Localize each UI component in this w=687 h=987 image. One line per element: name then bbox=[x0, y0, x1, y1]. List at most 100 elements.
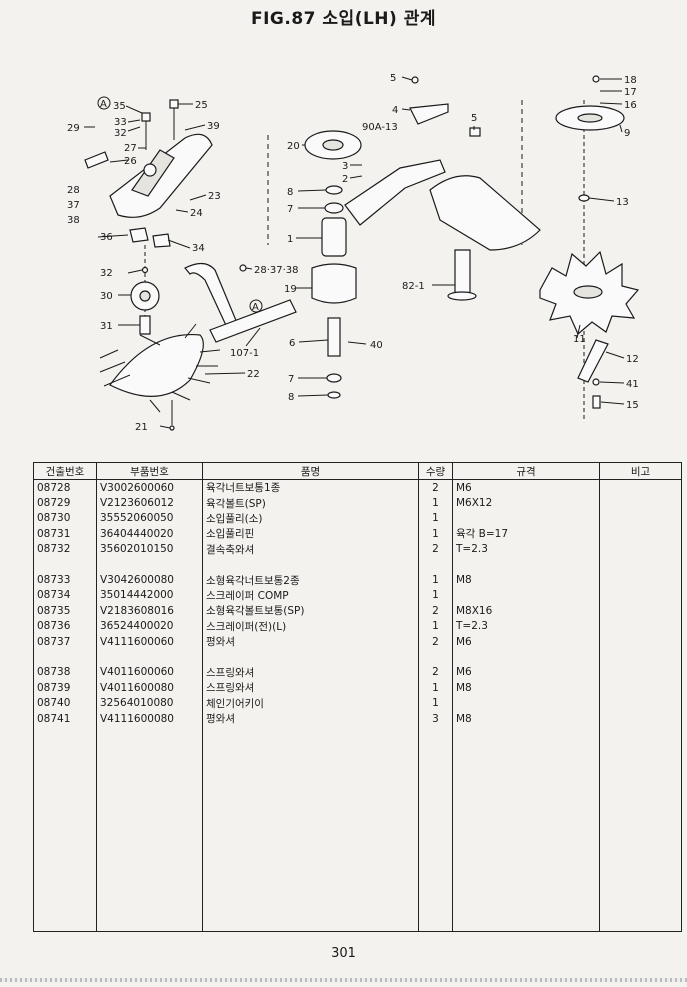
cell-part-name bbox=[202, 556, 419, 573]
callout-label: 38 bbox=[67, 215, 80, 226]
callout-label: 20 bbox=[287, 141, 300, 152]
cell-part-name: 평와셔 bbox=[202, 710, 419, 727]
cell-part-number: V4011600060 bbox=[96, 664, 203, 681]
table-row bbox=[33, 649, 682, 665]
shaft-6 bbox=[327, 317, 341, 357]
cell-part-name: 스프링와셔 bbox=[202, 664, 419, 681]
rake-frame-22 bbox=[109, 333, 204, 397]
cell-qty: 1 bbox=[418, 572, 453, 588]
cell-item-no: 08729 bbox=[33, 495, 97, 511]
cell-part-number: 36524400020 bbox=[96, 618, 203, 634]
cell-item-no bbox=[33, 726, 97, 933]
cell-spec bbox=[452, 726, 600, 933]
callout-label: 39 bbox=[207, 121, 220, 132]
clip-36 bbox=[129, 227, 149, 243]
shaft-31 bbox=[139, 315, 151, 335]
cell-spec bbox=[452, 695, 600, 711]
column-header: 비고 bbox=[599, 462, 682, 480]
bracket-26 bbox=[84, 151, 109, 169]
cell-part-number bbox=[96, 556, 203, 573]
cell-part-number: V4111600080 bbox=[96, 710, 203, 727]
cell-part-name bbox=[202, 649, 419, 665]
cell-item-no bbox=[33, 649, 97, 665]
callout-label: 3 bbox=[342, 161, 348, 172]
cell-spec: M8 bbox=[452, 710, 600, 727]
cell-spec: M6X12 bbox=[452, 495, 600, 511]
cell-qty: 1 bbox=[418, 495, 453, 511]
cell-qty bbox=[418, 649, 453, 665]
callout-label: 31 bbox=[100, 321, 113, 332]
callout-label: 8 bbox=[288, 392, 294, 403]
cell-note bbox=[599, 479, 682, 496]
cell-item-no: 08733 bbox=[33, 572, 97, 588]
callout-label: 13 bbox=[616, 197, 629, 208]
cell-part-number: 35552060050 bbox=[96, 510, 203, 527]
cell-part-name: 평와셔 bbox=[202, 633, 419, 650]
sprocket-hub bbox=[139, 290, 151, 302]
callout-label: 90A-13 bbox=[362, 122, 398, 133]
callout-label: 17 bbox=[624, 87, 637, 98]
cell-spec: 육각 B=17 bbox=[452, 526, 600, 542]
circle-mark-a-2: A bbox=[249, 299, 263, 313]
cell-note bbox=[599, 587, 682, 604]
cell-item-no: 08741 bbox=[33, 710, 97, 727]
cell-item-no: 08737 bbox=[33, 633, 97, 650]
callout-label: 26 bbox=[124, 156, 137, 167]
callout-label: 40 bbox=[370, 340, 383, 351]
scraper-12 bbox=[577, 339, 609, 383]
cell-qty bbox=[418, 556, 453, 573]
washer-8b bbox=[327, 391, 341, 399]
bolt-5-top bbox=[411, 76, 419, 84]
exploded-parts-diagram: A A 35 25 bbox=[67, 73, 640, 433]
frame-107-1 bbox=[209, 299, 297, 343]
cell-item-no: 08732 bbox=[33, 541, 97, 557]
cell-spec: M8X16 bbox=[452, 603, 600, 619]
callout-label: 18 bbox=[624, 75, 637, 86]
cell-part-number: V4111600060 bbox=[96, 633, 203, 650]
cell-item-no: 08730 bbox=[33, 510, 97, 527]
rake-tines bbox=[99, 323, 221, 413]
leader-lines-left bbox=[84, 103, 261, 429]
cell-spec: M6 bbox=[452, 664, 600, 681]
callout-label: 12 bbox=[626, 354, 639, 365]
right-assembly bbox=[539, 75, 640, 420]
cell-part-name bbox=[202, 726, 419, 933]
cell-part-name: 육각너트보통1종 bbox=[202, 479, 419, 496]
cell-part-number bbox=[96, 726, 203, 933]
column-header: 규격 bbox=[452, 462, 600, 480]
cell-qty: 1 bbox=[418, 587, 453, 604]
callout-label: 37 bbox=[67, 200, 80, 211]
cell-note bbox=[599, 680, 682, 696]
pin-21 bbox=[169, 425, 175, 431]
callout-label: 41 bbox=[626, 379, 639, 390]
cell-part-number: V2123606012 bbox=[96, 495, 203, 511]
cell-qty: 1 bbox=[418, 695, 453, 711]
cell-note bbox=[599, 510, 682, 527]
leader-lines-right bbox=[576, 78, 625, 405]
cell-note bbox=[599, 726, 682, 933]
cell-note bbox=[599, 495, 682, 511]
bolt-5 bbox=[469, 127, 481, 137]
left-assembly bbox=[84, 99, 297, 431]
cell-part-number: 32564010080 bbox=[96, 695, 203, 711]
cell-part-name: 소입풀리(소) bbox=[202, 510, 419, 527]
circle-mark-label: A bbox=[252, 302, 259, 313]
post-82-1 bbox=[454, 249, 471, 296]
plate-4 bbox=[409, 103, 449, 125]
gear-9-hub bbox=[577, 113, 603, 123]
pin-32 bbox=[141, 266, 149, 274]
callout-label: 28·37·38 bbox=[254, 265, 299, 276]
column-header: 부품번호 bbox=[96, 462, 203, 480]
cell-item-no: 08738 bbox=[33, 664, 97, 681]
middle-assembly bbox=[304, 76, 541, 399]
cell-note bbox=[599, 526, 682, 542]
cell-qty: 2 bbox=[418, 633, 453, 650]
callout-label: 25 bbox=[195, 100, 208, 111]
cell-part-number: 35602010150 bbox=[96, 541, 203, 557]
cell-note bbox=[599, 556, 682, 573]
